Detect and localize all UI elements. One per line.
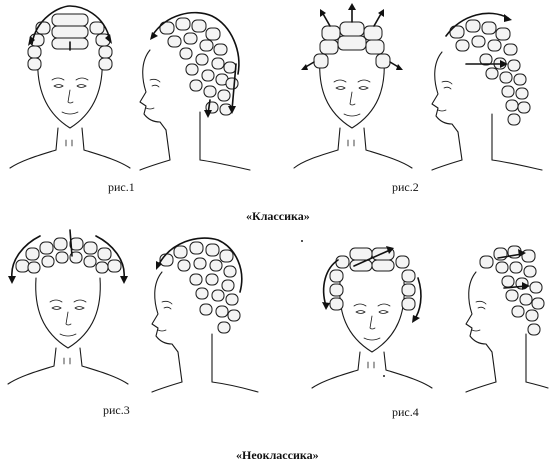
figure-1-drawing	[0, 0, 260, 170]
head-front-view	[294, 58, 412, 168]
rollers-front	[314, 22, 390, 68]
scan-dot	[301, 240, 303, 242]
figure-4-caption: рис.4	[392, 406, 419, 418]
section-heading-classic: «Классика»	[246, 210, 310, 222]
rollers-side	[160, 18, 238, 115]
figure-2-drawing	[290, 0, 549, 170]
head-front-view	[8, 278, 128, 384]
head-front-view	[10, 55, 130, 168]
scan-dot	[383, 375, 385, 377]
rollers-side	[480, 246, 544, 335]
head-front-view	[312, 282, 432, 388]
section-heading-neoclassic: «Неоклассика»	[236, 449, 319, 461]
rollers-front	[16, 238, 121, 273]
rollers-side	[160, 242, 240, 333]
figure-4	[290, 226, 549, 396]
figure-2	[290, 0, 549, 170]
figure-1-caption: рис.1	[108, 181, 135, 193]
rollers-side	[450, 20, 530, 125]
figure-2-caption: рис.2	[392, 181, 419, 193]
figure-3	[0, 226, 260, 396]
figure-3-drawing	[0, 226, 260, 396]
figure-1	[0, 0, 260, 170]
figure-3-caption: рис.3	[103, 404, 130, 416]
figure-4-drawing	[290, 226, 549, 396]
